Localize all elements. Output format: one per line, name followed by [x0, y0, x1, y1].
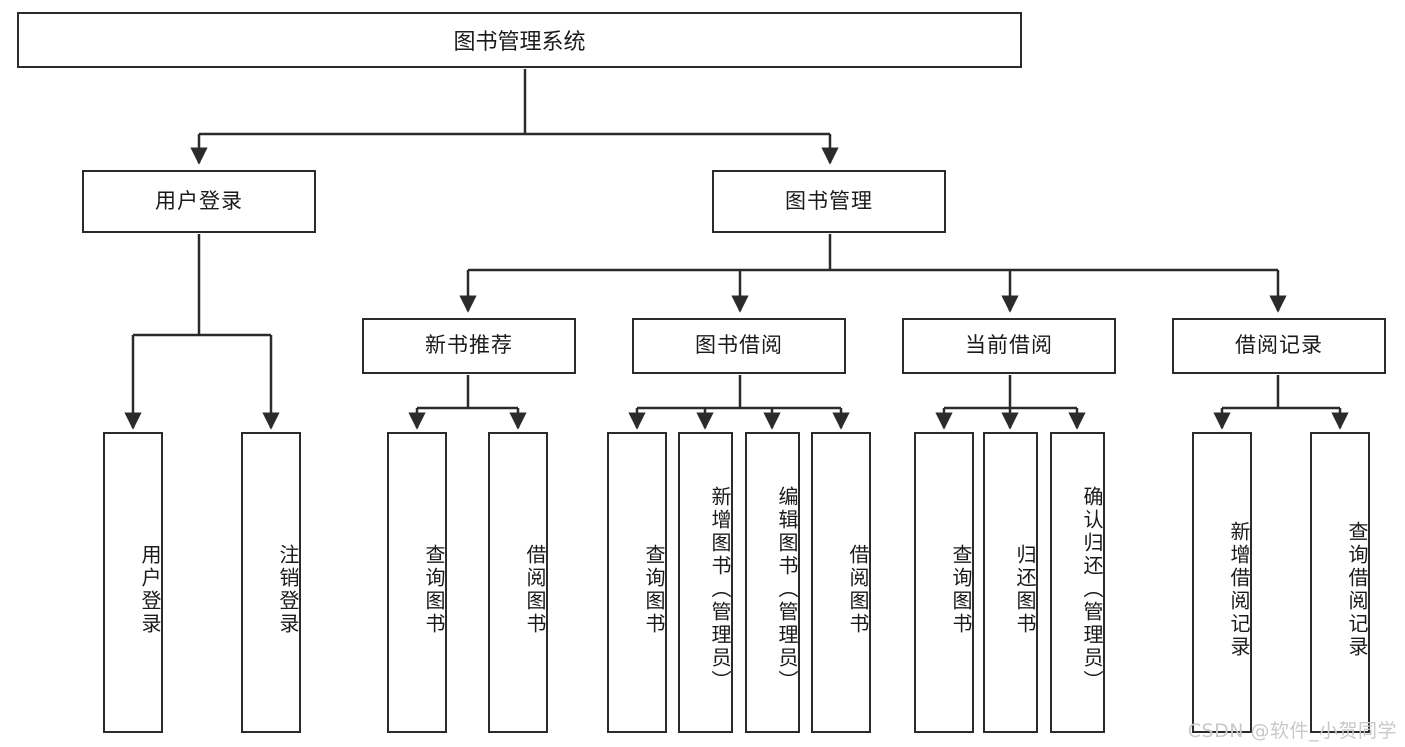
node-label: 图书借阅	[695, 333, 783, 358]
leaf-current-return-book[interactable]: 归还图书	[983, 432, 1038, 733]
node-label: 查询图书	[642, 543, 666, 636]
node-label: 编辑图书（管理员）	[775, 486, 799, 693]
leaf-record-add-record[interactable]: 新增借阅记录	[1192, 432, 1252, 733]
node-label: 借阅图书	[523, 543, 547, 636]
node-label: 查询借阅记录	[1345, 520, 1369, 659]
node-label: 借阅记录	[1235, 333, 1323, 358]
node-label: 用户登录	[138, 543, 162, 636]
leaf-borrow-edit-book-admin[interactable]: 编辑图书（管理员）	[745, 432, 800, 733]
leaf-borrow-add-book-admin[interactable]: 新增图书（管理员）	[678, 432, 733, 733]
node-label: 新增借阅记录	[1227, 520, 1251, 659]
node-book-borrow[interactable]: 图书借阅	[632, 318, 846, 374]
leaf-recommend-borrow-book[interactable]: 借阅图书	[488, 432, 548, 733]
leaf-record-query-record[interactable]: 查询借阅记录	[1310, 432, 1370, 733]
node-label: 查询图书	[949, 543, 973, 636]
node-label: 用户登录	[155, 188, 243, 213]
node-root-system[interactable]: 图书管理系统	[17, 12, 1022, 68]
leaf-user-login-login[interactable]: 用户登录	[103, 432, 163, 733]
leaf-borrow-borrow-book[interactable]: 借阅图书	[811, 432, 871, 733]
node-label: 当前借阅	[965, 333, 1053, 358]
node-label: 注销登录	[276, 543, 300, 636]
node-label: 确认归还（管理员）	[1080, 486, 1104, 693]
node-book-management[interactable]: 图书管理	[712, 170, 946, 233]
node-label: 图书管理	[785, 188, 873, 213]
leaf-borrow-query-book[interactable]: 查询图书	[607, 432, 667, 733]
node-borrow-record[interactable]: 借阅记录	[1172, 318, 1386, 374]
node-label: 新增图书（管理员）	[708, 486, 732, 693]
node-label: 新书推荐	[425, 333, 513, 358]
node-label: 图书管理系统	[453, 30, 586, 55]
node-label: 归还图书	[1013, 543, 1037, 636]
node-label: 查询图书	[422, 543, 446, 636]
csdn-watermark: CSDN @软件_小贺同学	[1187, 720, 1397, 742]
leaf-current-query-book[interactable]: 查询图书	[914, 432, 974, 733]
leaf-recommend-query-book[interactable]: 查询图书	[387, 432, 447, 733]
node-current-borrow[interactable]: 当前借阅	[902, 318, 1116, 374]
node-new-book-recommend[interactable]: 新书推荐	[362, 318, 576, 374]
node-user-login[interactable]: 用户登录	[82, 170, 316, 233]
leaf-user-login-logout[interactable]: 注销登录	[241, 432, 301, 733]
node-label: 借阅图书	[846, 543, 870, 636]
leaf-current-confirm-return-admin[interactable]: 确认归还（管理员）	[1050, 432, 1105, 733]
